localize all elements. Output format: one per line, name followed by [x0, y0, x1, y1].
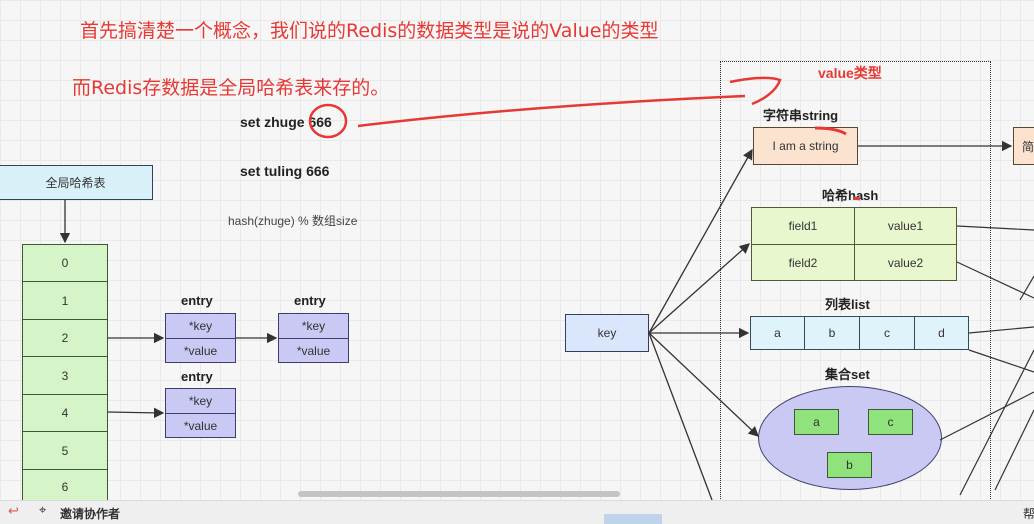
command-set-zhuge: set zhuge 666	[240, 114, 332, 130]
line-right-2	[956, 261, 1034, 299]
toolbar-tab[interactable]	[604, 514, 662, 524]
line-right-3	[968, 326, 1034, 334]
global-hash-table-header[interactable]: 全局哈希表	[0, 165, 153, 200]
line-right-6	[994, 409, 1034, 491]
line-right-1	[956, 225, 1034, 231]
entry-label-3: entry	[181, 369, 213, 384]
entry-3-value[interactable]: *value	[165, 413, 236, 438]
slot-0[interactable]: 0	[22, 244, 108, 282]
red-underline-hash	[853, 196, 861, 201]
line-right-7	[1019, 275, 1034, 301]
set-item-c[interactable]: c	[868, 409, 913, 435]
list-item-c[interactable]: c	[859, 316, 915, 350]
annotation-line-2: 而Redis存数据是全局哈希表来存的。	[72, 77, 390, 99]
line-right-5	[939, 391, 1034, 441]
list-item-d[interactable]: d	[914, 316, 969, 350]
bottom-toolbar: ↩ ⌖ 邀请协作者 帮	[0, 500, 1034, 524]
line-right-8	[959, 349, 1034, 496]
arrow-key-to-string	[648, 148, 753, 334]
red-hook-stroke	[729, 76, 782, 106]
invite-collaborator-button[interactable]: 邀请协作者	[60, 507, 121, 521]
arrow-key-to-set	[648, 332, 759, 437]
command-set-tuling: set tuling 666	[240, 163, 330, 179]
partial-box[interactable]: 简	[1013, 127, 1034, 165]
set-item-b[interactable]: b	[827, 452, 872, 478]
arrow-key-to-hash	[648, 243, 750, 334]
hash-value1[interactable]: value1	[854, 207, 957, 245]
key-box[interactable]: key	[565, 314, 649, 352]
entry-2-value[interactable]: *value	[278, 338, 349, 363]
red-underline-string	[814, 126, 847, 136]
hash-field1[interactable]: field1	[751, 207, 855, 245]
hash-formula: hash(zhuge) % 数组size	[228, 214, 358, 228]
help-button[interactable]: 帮	[1023, 507, 1034, 521]
entry-1-value[interactable]: *value	[165, 338, 236, 363]
back-arrow-icon[interactable]: ↩	[8, 504, 19, 519]
string-title: 字符串string	[763, 108, 839, 123]
red-circle-666	[308, 103, 348, 139]
line-right-4	[968, 349, 1034, 373]
hash-field2[interactable]: field2	[751, 244, 855, 281]
add-collaborator-icon[interactable]: ⌖	[39, 503, 47, 518]
slot-4[interactable]: 4	[22, 394, 108, 432]
string-value-box[interactable]: I am a string	[753, 127, 858, 165]
hash-title: 哈希hash	[822, 188, 879, 203]
slot-5[interactable]: 5	[22, 431, 108, 470]
entry-label-1: entry	[181, 293, 213, 308]
set-item-a[interactable]: a	[794, 409, 839, 435]
list-item-b[interactable]: b	[804, 316, 860, 350]
value-type-annotation: value类型	[818, 65, 882, 81]
list-item-a[interactable]: a	[750, 316, 805, 350]
entry-label-2: entry	[294, 293, 326, 308]
red-connector-stroke	[357, 94, 746, 128]
line-key-to-bottom	[648, 332, 713, 501]
set-title: 集合set	[825, 367, 870, 382]
hash-value2[interactable]: value2	[854, 244, 957, 281]
entry-3-key[interactable]: *key	[165, 388, 236, 414]
entry-2-key[interactable]: *key	[278, 313, 349, 339]
list-title: 列表list	[825, 297, 870, 312]
annotation-line-1: 首先搞清楚一个概念，我们说的Redis的数据类型是说的Value的类型	[80, 20, 659, 42]
horizontal-scrollbar[interactable]	[298, 491, 620, 497]
arrow-slot4-to-entry3	[107, 407, 165, 419]
